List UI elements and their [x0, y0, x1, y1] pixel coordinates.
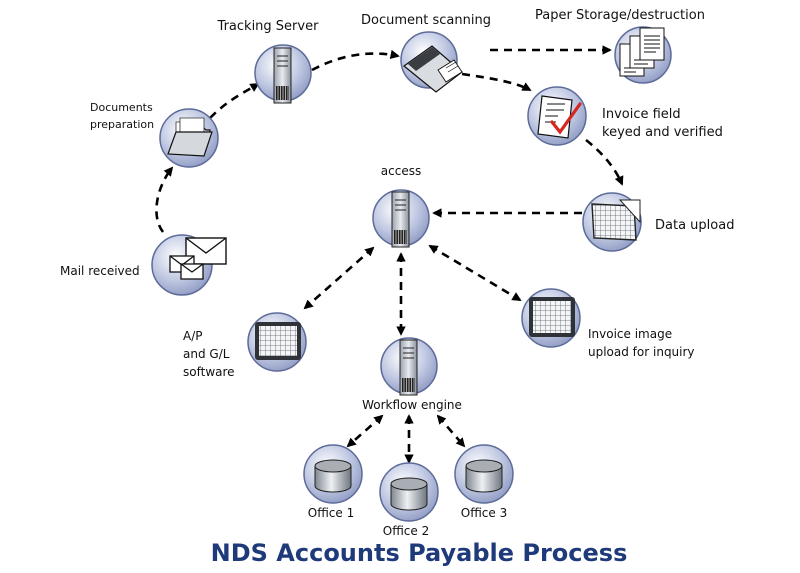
node-mail-received: Mail received — [60, 234, 227, 296]
mail-received-label: Mail received — [60, 264, 140, 278]
checked-form-icon — [537, 95, 582, 139]
ap-gl-label-line3: software — [183, 365, 235, 379]
arrow-access-apgl — [303, 246, 375, 310]
diagram-title: NDS Accounts Payable Process — [211, 539, 628, 567]
node-data-upload: Data upload — [582, 192, 734, 252]
node-ap-gl-software: A/P and G/L software — [183, 312, 307, 379]
arrow-access-invoice-image — [428, 244, 522, 302]
arrow-tracking-to-scanning — [311, 49, 400, 72]
invoice-field-label-line1: Invoice field — [602, 107, 681, 122]
envelope-icon — [169, 237, 227, 280]
tracking-server-label: Tracking Server — [217, 19, 320, 34]
paper-storage-label: Paper Storage/destruction — [535, 8, 705, 23]
documents-label-line1: Documents — [90, 101, 153, 114]
arrow-workflow-office1 — [346, 414, 384, 448]
node-tracking-server: Tracking Server — [217, 19, 320, 104]
arrow-invoice-to-upload — [585, 138, 624, 186]
access-label: access — [381, 164, 421, 178]
node-office-2: Office 2 — [379, 462, 439, 538]
node-invoice-image: Invoice image upload for inquiry — [521, 288, 695, 359]
invoice-image-label-line1: Invoice image — [588, 327, 672, 341]
ap-gl-label-line2: and G/L — [183, 347, 230, 361]
database-icon — [465, 459, 503, 493]
invoice-image-label-line2: upload for inquiry — [588, 345, 695, 359]
document-scanning-label: Document scanning — [361, 13, 491, 28]
scanner-icon — [403, 45, 463, 93]
arrow-workflow-office3 — [436, 414, 466, 448]
node-invoice-field: Invoice field keyed and verified — [527, 86, 723, 146]
data-upload-icon — [591, 199, 641, 241]
documents-label-line2: preparation — [90, 118, 154, 131]
server-icon — [391, 191, 410, 248]
server-icon — [273, 47, 292, 104]
node-office-3: Office 3 — [454, 444, 514, 520]
database-icon — [314, 459, 352, 493]
monitor-grid-icon — [255, 322, 301, 360]
node-access: access — [372, 164, 430, 248]
data-upload-label: Data upload — [655, 218, 734, 233]
database-icon — [390, 477, 428, 511]
node-paper-storage: Paper Storage/destruction — [535, 8, 705, 84]
ap-gl-label-line1: A/P — [183, 329, 203, 343]
node-documents-preparation: Documents preparation — [90, 101, 219, 168]
workflow-engine-label: Workflow engine — [362, 398, 462, 412]
office-3-label: Office 3 — [461, 506, 507, 520]
arrow-scanning-to-invoice — [461, 72, 532, 92]
node-workflow-engine: Workflow engine — [362, 337, 462, 412]
arrow-mail-to-prep — [155, 166, 174, 233]
node-office-1: Office 1 — [303, 444, 363, 520]
office-2-label: Office 2 — [383, 524, 429, 538]
arrow-prep-to-tracking — [209, 82, 260, 119]
server-icon — [399, 339, 418, 396]
paper-stack-icon — [619, 27, 665, 77]
invoice-field-label-line2: keyed and verified — [602, 125, 723, 140]
flow-arrows — [155, 45, 624, 464]
monitor-grid-icon — [529, 297, 575, 337]
folder-icon — [167, 117, 213, 157]
office-1-label: Office 1 — [308, 506, 354, 520]
node-document-scanning: Document scanning — [361, 13, 491, 93]
